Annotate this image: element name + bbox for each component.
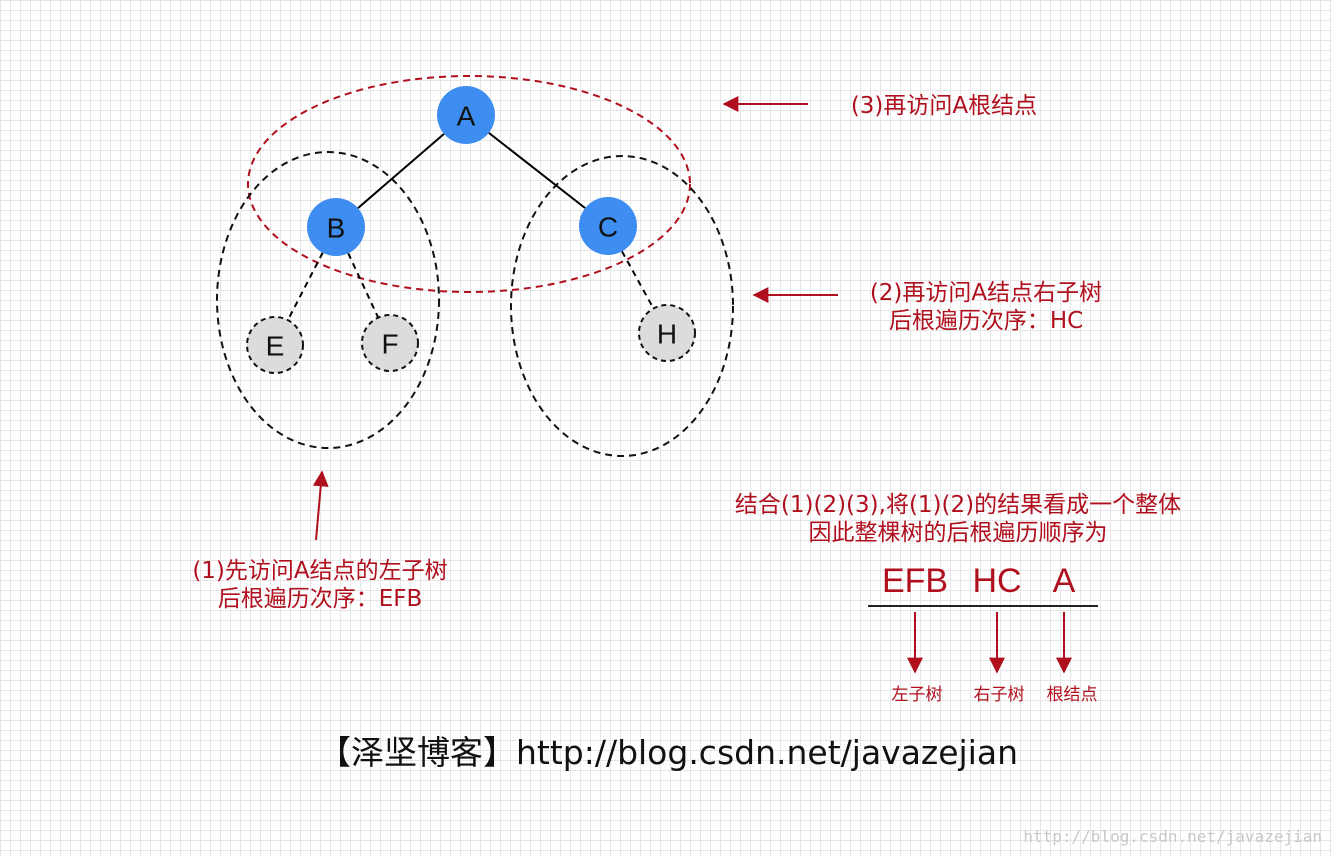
blog-footer: 【泽坚博客】http://blog.csdn.net/javazejian [318,733,1018,772]
node-F: F [361,314,419,372]
summary-line1: 结合(1)(2)(3),将(1)(2)的结果看成一个整体 [735,492,1181,518]
step2-annotation-line2: 后根遍历次序：HC [889,308,1083,334]
node-label-E: E [266,331,285,362]
right-subtree-ellipse [510,155,734,457]
node-label-F: F [381,329,398,360]
node-label-B: B [327,213,346,244]
sequence-part-2: HC [972,562,1021,600]
edge-B-E [286,252,324,321]
arrow-step1 [312,470,329,541]
tree-nodes: A B C E F H [246,86,696,374]
sequence-part-3: A [1053,562,1076,600]
step1-annotation-line2: 后根遍历次序：EFB [218,586,423,612]
node-B: B [307,198,365,256]
summary-line2: 因此整棵树的后根遍历顺序为 [809,520,1108,546]
node-label-A: A [457,101,476,132]
node-circle-C [579,197,637,255]
step1-annotation-line1: (1)先访问A结点的左子树 [192,558,447,584]
node-label-C: C [598,212,618,243]
node-circle-F [361,314,419,372]
watermark: http://blog.csdn.net/javazejian [1023,827,1322,846]
node-label-H: H [657,319,677,350]
step2-annotation-line1: (2)再访问A结点右子树 [870,280,1102,306]
sequence-label-2: 右子树 [974,685,1025,705]
node-circle-H [638,304,696,362]
edge-A-B [357,133,445,209]
left-subtree-ellipse [216,151,440,449]
step3-annotation: (3)再访问A根结点 [851,93,1037,119]
tree-edges [286,132,655,321]
sequence-label-1: 左子树 [892,685,943,705]
node-H: H [638,304,696,362]
postorder-sequence: EFB 左子树 HC 右子树 A 根结点 [882,562,1098,705]
edge-C-H [621,250,655,309]
sequence-part-1: EFB [882,562,948,600]
node-circle-E [246,316,304,374]
edge-B-F [347,252,380,319]
sequence-label-3: 根结点 [1047,685,1098,705]
root-group-ellipse [247,75,691,293]
node-circle-B [307,198,365,256]
node-circle-A [437,86,495,144]
node-A: A [437,86,495,144]
edge-A-C [488,132,586,209]
node-E: E [246,316,304,374]
node-C: C [579,197,637,255]
